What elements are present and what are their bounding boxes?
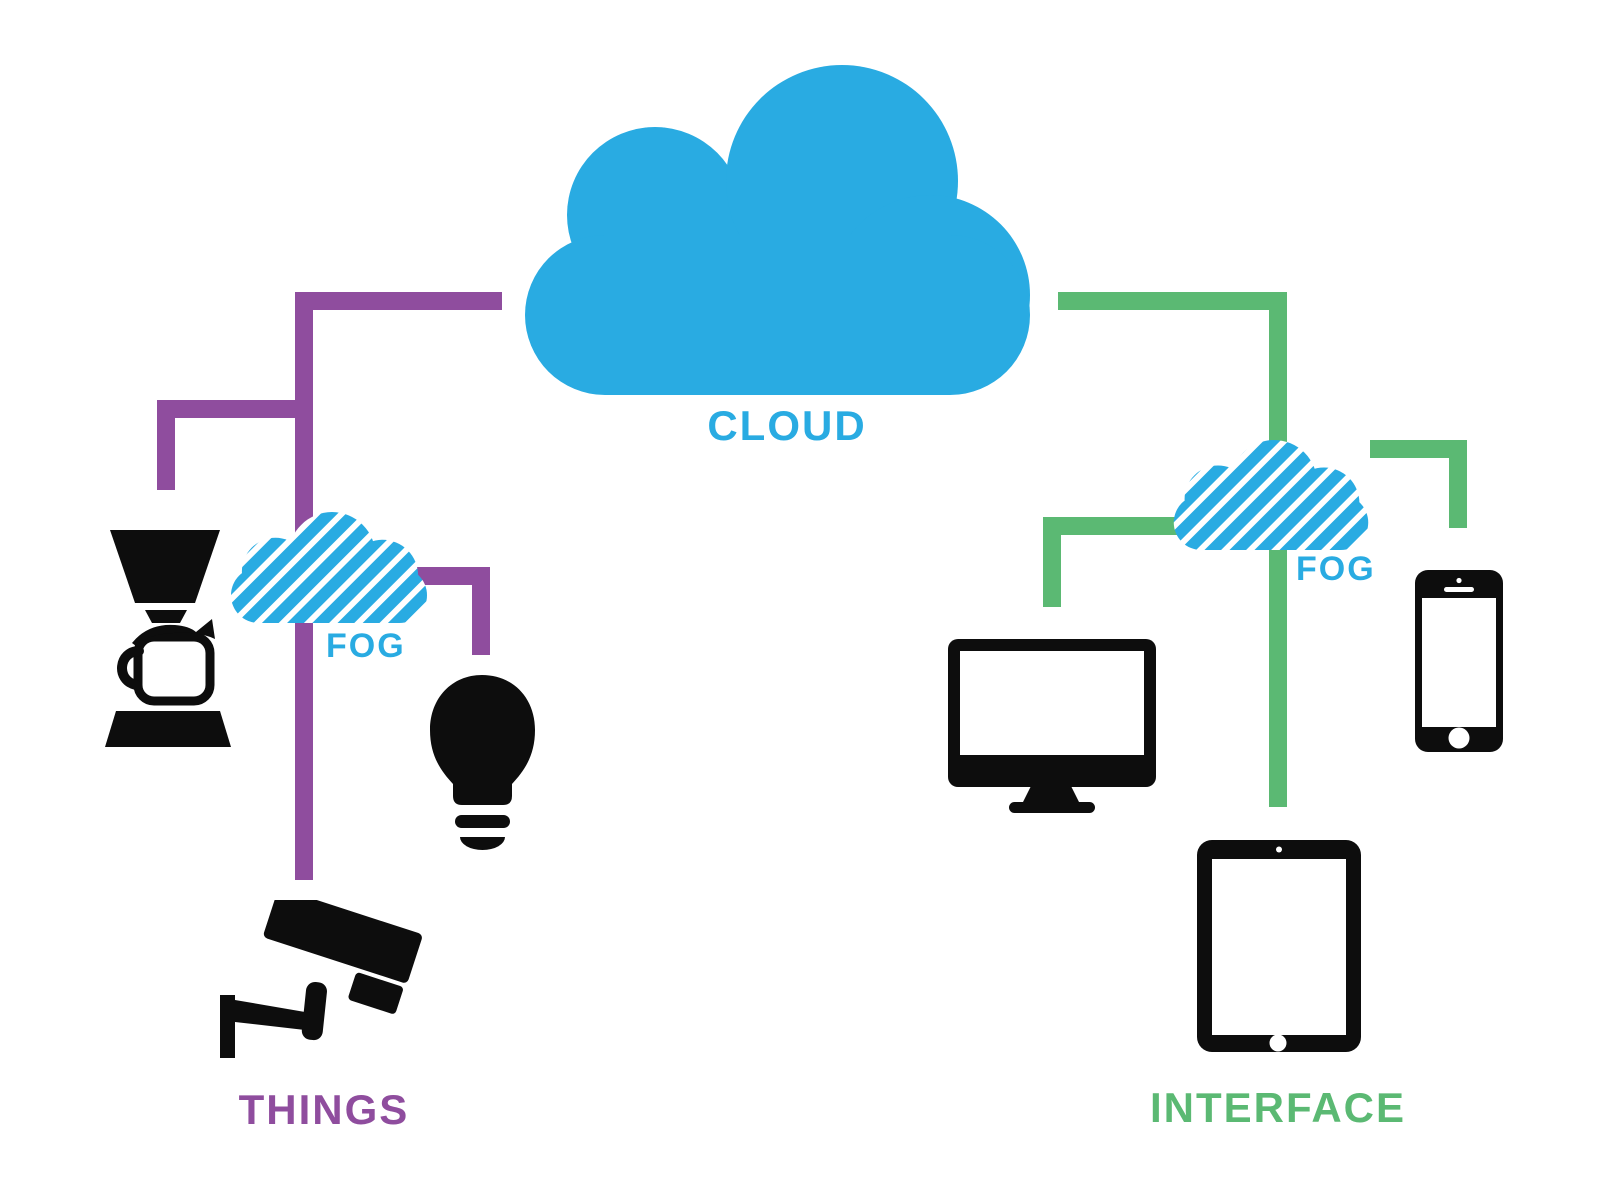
fog-cloud-icon	[1173, 440, 1369, 550]
smartphone-branch-horizontal	[1370, 440, 1467, 458]
cloud-label: CLOUD	[707, 402, 867, 449]
smartphone-branch-vertical	[1449, 440, 1467, 528]
security-camera-icon	[220, 900, 422, 1058]
monitor-branch-horizontal	[1043, 517, 1180, 535]
right-fog-label: FOG	[1296, 550, 1376, 588]
coffee-maker-icon	[105, 530, 231, 747]
light-bulb-branch-vertical	[472, 567, 490, 655]
tablet-icon	[1197, 840, 1361, 1052]
cloud-icon	[525, 65, 1030, 395]
cloud-to-interface-trunk-horizontal	[1058, 292, 1287, 310]
desktop-monitor-icon	[948, 639, 1156, 813]
coffee-maker-branch-horizontal	[157, 400, 313, 418]
monitor-branch-vertical	[1043, 517, 1061, 607]
coffee-maker-branch-vertical	[157, 400, 175, 490]
things-label: THINGS	[238, 1086, 410, 1133]
light-bulb-icon	[430, 675, 535, 850]
left-fog-label: FOG	[326, 627, 406, 665]
smartphone-icon	[1415, 570, 1503, 752]
interface-label: INTERFACE	[1149, 1084, 1406, 1131]
cloud-to-things-trunk-horizontal	[295, 292, 502, 310]
fog-cloud-icon	[230, 512, 428, 623]
